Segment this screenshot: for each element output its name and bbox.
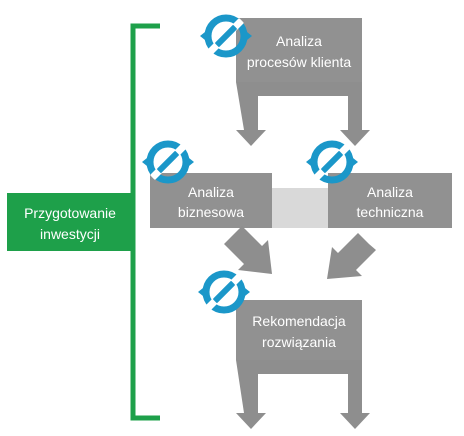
process-analysis-line2: procesów klienta bbox=[247, 54, 351, 70]
recommendation-node: Rekomendacja rozwiązania bbox=[236, 300, 362, 360]
technical-analysis-line1: Analiza bbox=[367, 184, 413, 200]
technical-analysis-box bbox=[328, 173, 452, 228]
process-split-arrows bbox=[236, 82, 370, 146]
investment-preparation-rect bbox=[7, 193, 133, 251]
process-analysis-box bbox=[236, 18, 362, 82]
analysis-link-bar bbox=[272, 188, 328, 228]
technical-merge-arrow bbox=[327, 233, 376, 279]
technical-analysis-node: Analiza techniczna bbox=[328, 173, 452, 228]
recommendation-split-arrows bbox=[236, 360, 370, 429]
recommendation-box bbox=[236, 300, 362, 360]
investment-preparation-line1: Przygotowanie bbox=[24, 205, 116, 221]
business-merge-arrow bbox=[224, 226, 272, 274]
process-analysis-node: Analiza procesów klienta bbox=[236, 18, 362, 82]
recommendation-line1: Rekomendacja bbox=[252, 313, 346, 329]
recommendation-line2: rozwiązania bbox=[262, 334, 336, 350]
technical-analysis-line2: techniczna bbox=[357, 204, 424, 220]
business-analysis-line1: Analiza bbox=[188, 184, 234, 200]
investment-preparation-box: Przygotowanie inwestycji bbox=[7, 193, 133, 251]
investment-preparation-line2: inwestycji bbox=[40, 226, 100, 242]
business-analysis-line2: biznesowa bbox=[178, 204, 244, 220]
process-analysis-line1: Analiza bbox=[276, 33, 322, 49]
